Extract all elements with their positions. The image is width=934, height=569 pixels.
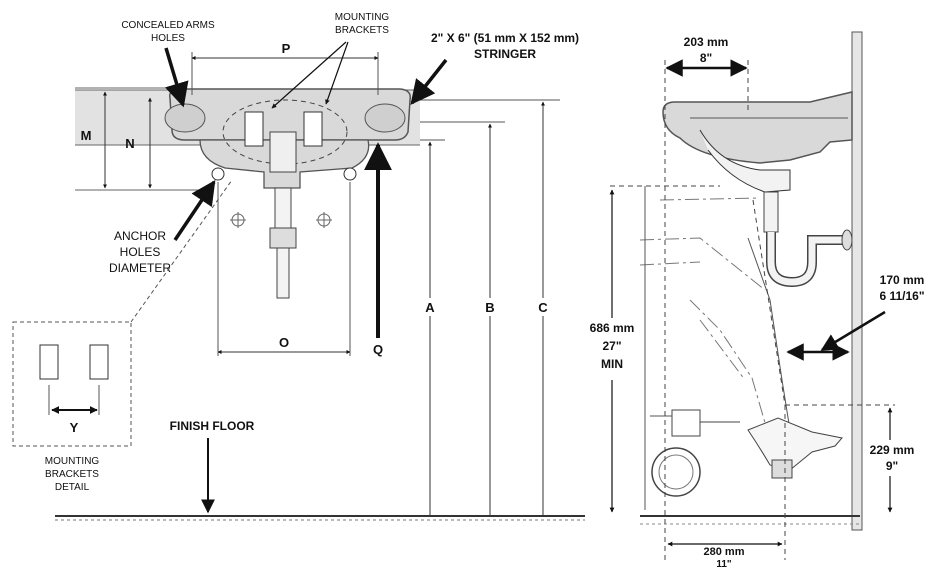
dim-letter-o: O <box>279 335 289 350</box>
dim-min-word: MIN <box>601 357 623 371</box>
sink-front <box>164 88 412 299</box>
wheelchair-clearance-outline <box>639 197 843 497</box>
dim-letter-c: C <box>538 300 548 315</box>
label-concealed-arms-holes: HOLES <box>151 33 185 44</box>
dim-letter-p: P <box>282 41 291 56</box>
label-anchor-diameter: DIAMETER <box>109 261 171 275</box>
dim-toe-in: 9" <box>886 459 898 473</box>
mounting-brackets-detail: Y <box>12 179 233 447</box>
front-view: P M N O Q A B C CONCEALED ARMS HOLES MO <box>12 12 585 521</box>
dim-wall-mm: 170 mm <box>880 273 925 287</box>
label-anchor: ANCHOR <box>114 229 166 243</box>
label-detail: DETAIL <box>55 482 90 493</box>
label-detail-mounting: MOUNTING <box>45 456 100 467</box>
label-mounting-brackets: MOUNTING <box>335 12 390 23</box>
label-stringer: STRINGER <box>474 47 536 61</box>
label-mounting-brackets-2: BRACKETS <box>335 25 389 36</box>
dim-letter-m: M <box>81 128 92 143</box>
label-finish-floor: FINISH FLOOR <box>170 419 255 433</box>
dim-bottom-mm: 280 mm <box>704 546 745 558</box>
finish-floor-line <box>55 515 585 521</box>
label-detail-brackets: BRACKETS <box>45 469 99 480</box>
label-anchor-holes: HOLES <box>120 245 161 259</box>
side-view: 203 mm 8" 686 mm 27" MIN 170 mm 6 11/16"… <box>583 31 925 569</box>
dim-bottom-in: 11" <box>716 559 732 569</box>
dim-letter-y: Y <box>70 420 79 435</box>
dim-min-in: 27" <box>602 339 621 353</box>
dim-top-in: 8" <box>700 51 712 65</box>
dim-letter-q: Q <box>373 342 383 357</box>
dim-toe-mm: 229 mm <box>870 443 915 457</box>
dim-letter-a: A <box>425 300 435 315</box>
label-stringer-size: 2" X 6" (51 mm X 152 mm) <box>431 31 579 45</box>
dim-letter-b: B <box>485 300 494 315</box>
label-concealed-arms: CONCEALED ARMS <box>121 20 215 31</box>
dim-letter-n: N <box>125 136 134 151</box>
dim-top-mm: 203 mm <box>684 35 729 49</box>
sink-side <box>662 91 853 288</box>
dim-min-mm: 686 mm <box>590 321 635 335</box>
wall <box>851 31 863 531</box>
dim-wall-in: 6 11/16" <box>879 289 924 303</box>
